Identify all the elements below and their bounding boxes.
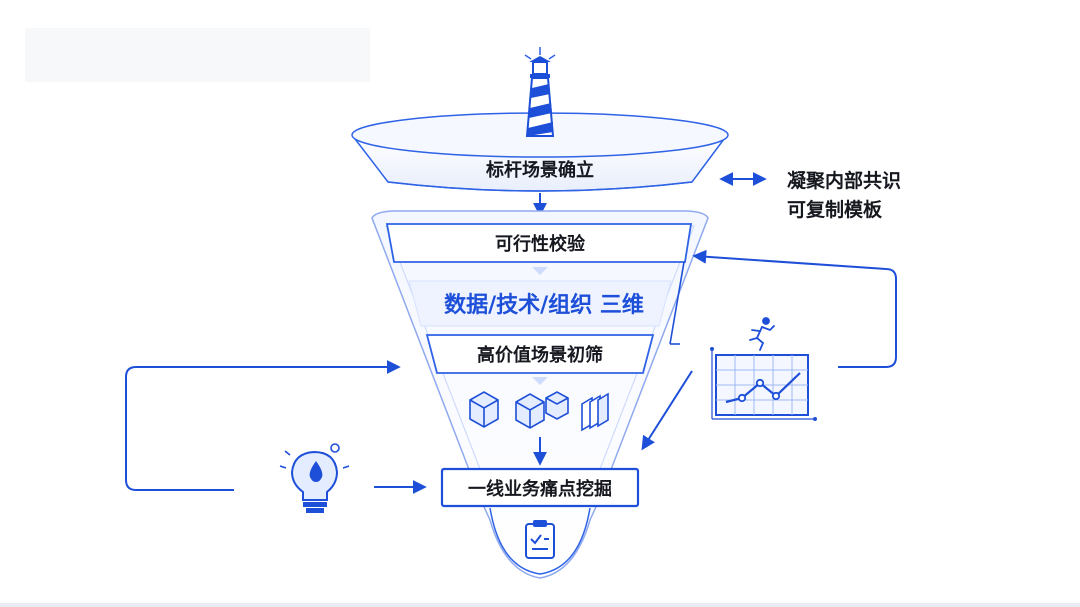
faded-header-area [25, 28, 370, 82]
feasibility-stage [385, 223, 693, 263]
top-stage-label: 标杆场景确立 [485, 159, 594, 181]
screening-label: 高价值场景初筛 [477, 344, 603, 366]
lighthouse-icon [524, 47, 556, 137]
feasibility-label: 可行性校验 [495, 233, 586, 255]
screening-stage [425, 334, 655, 374]
bottom-stage-label: 一线业务痛点挖掘 [468, 478, 612, 500]
chart-to-funnel-arrow [641, 370, 693, 451]
left-loop-arrow [125, 360, 401, 491]
right-bracket [669, 261, 685, 345]
dimension-stage [408, 280, 672, 327]
layers-icon [581, 392, 609, 432]
side-note-line1: 凝聚内部共识 [787, 169, 901, 192]
chart-icon [710, 347, 817, 421]
runner-icon [749, 317, 775, 351]
clipboard-icon [525, 520, 555, 559]
right-loop-arrow [692, 249, 897, 368]
cube-icon [469, 391, 499, 428]
cubes-icon [515, 391, 569, 429]
lightbulb-icon [279, 443, 350, 513]
dimension-label: 数据/技术/组织 三维 [444, 292, 644, 318]
bottom-stage [440, 467, 640, 508]
side-note-line2: 可复制模板 [787, 198, 883, 221]
bottom-divider [0, 603, 1080, 607]
